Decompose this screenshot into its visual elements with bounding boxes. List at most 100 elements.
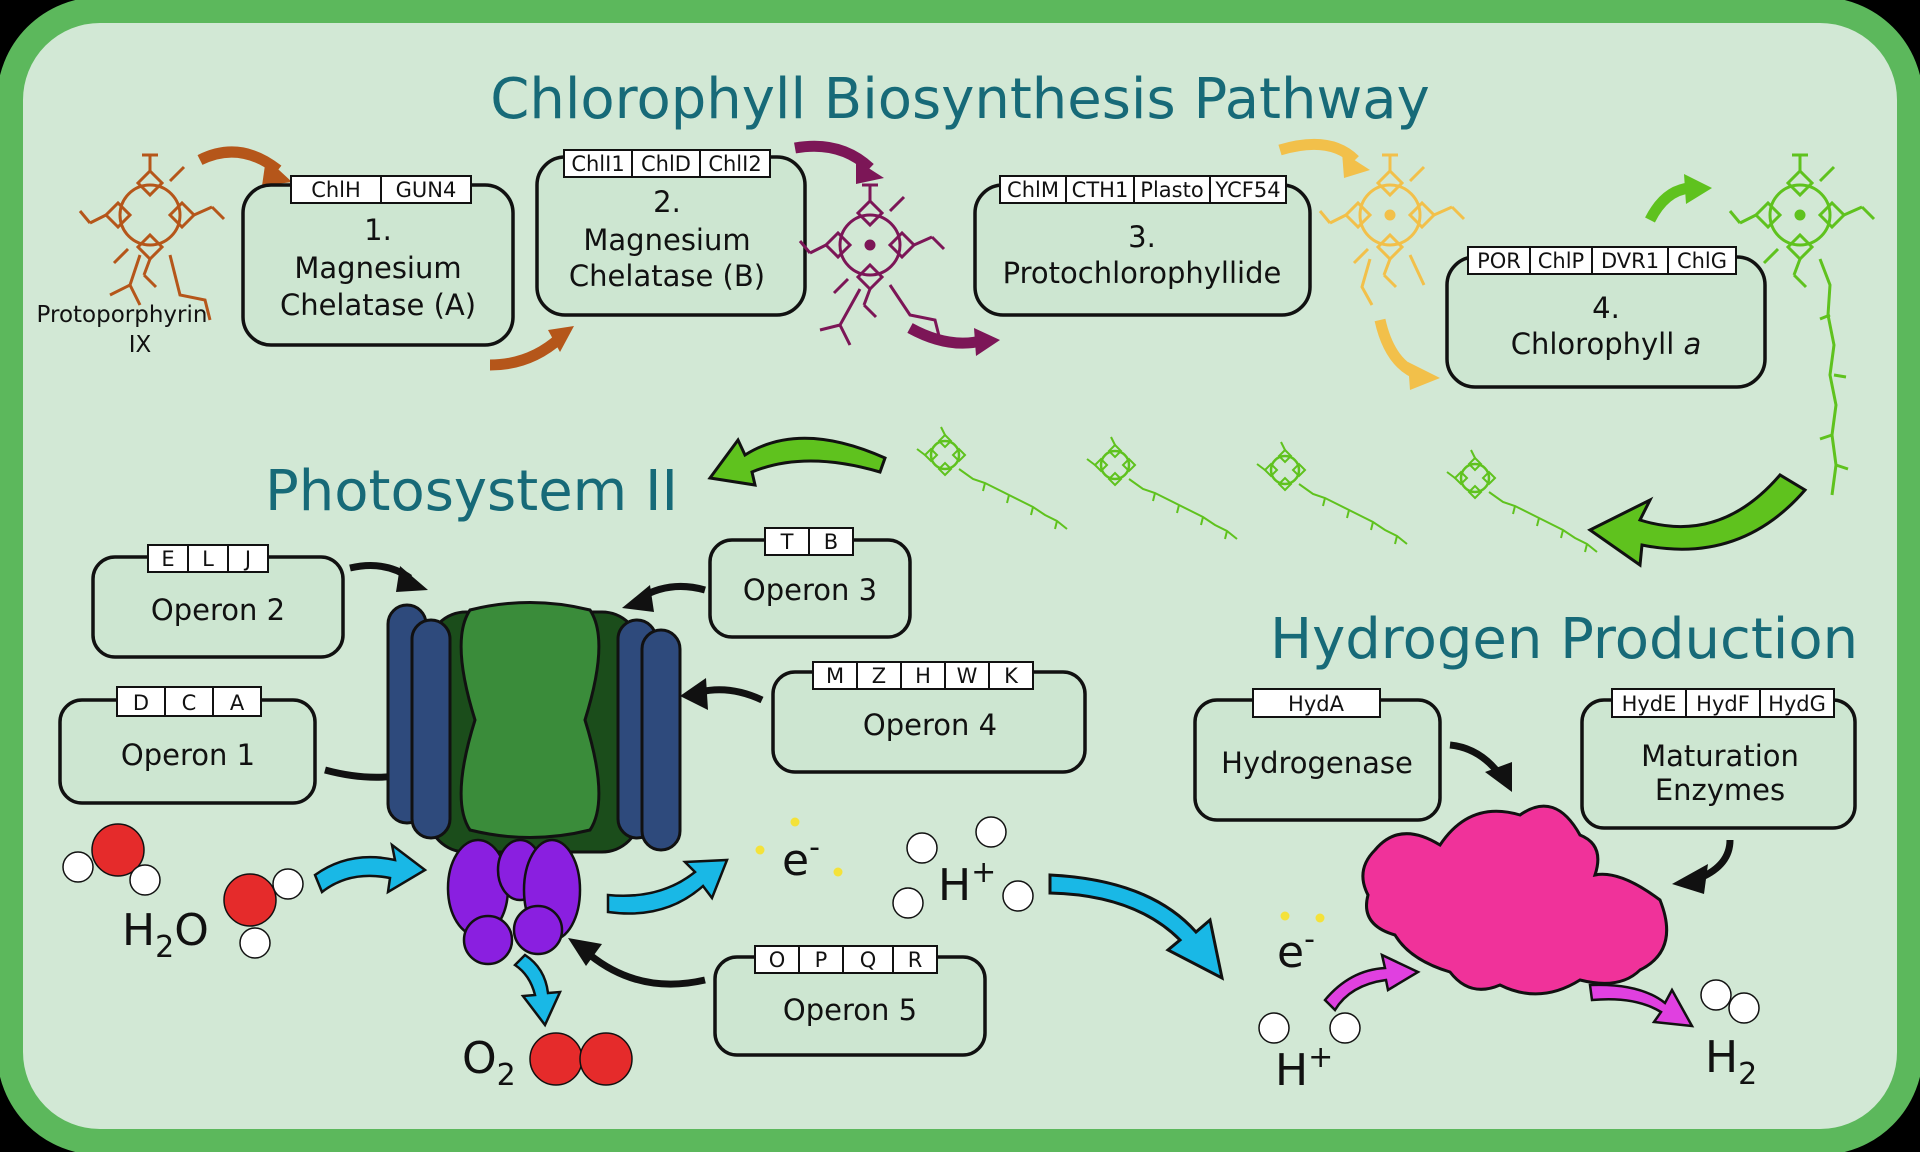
step1-line2: Magnesium [294, 251, 461, 285]
operon3-box: T B Operon 3 [708, 527, 912, 639]
operon1-label: Operon 1 [121, 738, 255, 772]
arrow-head-hydrogenase [1485, 762, 1512, 792]
operon2-gene-3: J [243, 547, 251, 571]
arrow-head-step2 [548, 326, 574, 352]
oxygen-molecule [529, 1032, 633, 1086]
step2-line3: Chelatase (B) [569, 259, 765, 293]
step1-line3: Chelatase (A) [280, 288, 476, 322]
operon3-gene-2: B [824, 530, 838, 554]
hydrogen-gas-molecule [1700, 979, 1760, 1024]
step3-line2: Protochlorophyllide [1003, 256, 1282, 290]
proton-spheres-hydrogen [1258, 1012, 1361, 1044]
water-label: H2O [122, 905, 209, 965]
step3-gene-4: YCF54 [1214, 178, 1280, 202]
step1-line1: 1. [364, 213, 392, 247]
arrow-step1-to-step2 [489, 333, 564, 371]
operon4-gene-2: Z [872, 664, 886, 688]
protoporphyrin-molecule [78, 153, 226, 321]
step1-box: ChlH GUN4 1. Magnesium Chelatase (A) [241, 175, 515, 347]
arrow-head-step3 [974, 328, 1000, 356]
arrow-head-step1 [262, 158, 292, 186]
operon2-box: E L J Operon 2 [91, 544, 345, 659]
chlorophyll-a-molecule [1728, 153, 1876, 496]
step3-gene-3: Plasto [1140, 178, 1203, 202]
operon5-gene-4: R [908, 948, 923, 972]
arrow-operon5 [587, 952, 706, 988]
step4-chlorophyll-word: Chlorophyll [1511, 327, 1675, 361]
step2-box: ChlI1 ChlD ChlI2 2. Magnesium Chelatase … [535, 149, 807, 317]
electron-dots-hydrogen [1280, 911, 1325, 923]
step3-gene-2: CTH1 [1072, 178, 1129, 202]
magenta-arrow-h2 [1588, 983, 1695, 1028]
protochlorophyllide-molecule [1318, 153, 1466, 306]
maturation-line1: Maturation [1641, 739, 1799, 773]
step2-gene-1: ChlI1 [571, 152, 624, 176]
operon4-gene-5: K [1004, 664, 1019, 688]
water-molecules [62, 823, 304, 959]
step1-gene-1: ChlH [311, 178, 361, 202]
proton-spheres-psii [892, 816, 1034, 919]
arrow-head-operon4 [680, 678, 708, 710]
operon4-gene-3: H [915, 664, 931, 688]
arrow-head-pchlide [1342, 152, 1370, 178]
step3-box: ChlM CTH1 Plasto YCF54 3. Protochlorophy… [973, 175, 1312, 317]
step4-gene-4: ChlG [1677, 249, 1727, 273]
operon1-box: D C A Operon 1 [58, 686, 317, 805]
operon2-label: Operon 2 [151, 593, 285, 627]
electron-label-psii: e- [782, 830, 820, 886]
operon2-gene-1: E [161, 547, 174, 571]
step2-line1: 2. [653, 185, 681, 219]
operon5-gene-2: P [815, 948, 828, 972]
operon4-gene-1: M [826, 664, 844, 688]
operon5-gene-3: Q [860, 948, 877, 972]
step4-line1: 4. [1592, 291, 1620, 325]
cyan-arrow-water-to-psii [313, 842, 428, 895]
step3-line1: 3. [1128, 220, 1156, 254]
step4-line2: Chlorophyll a [1511, 327, 1702, 361]
maturation-gene-2: HydF [1696, 692, 1750, 716]
hydrogen-title: Hydrogen Production [1270, 607, 1858, 672]
hydrogenase-enzyme [1361, 804, 1669, 996]
operon4-box: M Z H W K Operon 4 [771, 661, 1087, 774]
big-green-arrow-right [1587, 473, 1808, 568]
arrow-head-operon2 [396, 566, 428, 592]
big-green-arrow-left [707, 436, 887, 487]
hydrogenase-gene: HydA [1288, 692, 1345, 716]
proton-label-psii: H+ [938, 855, 996, 911]
cyan-arrow-to-oxygen [513, 953, 563, 1028]
step2-gene-3: ChlI2 [708, 152, 761, 176]
operon4-label: Operon 4 [863, 708, 997, 742]
electron-label-hydrogen: e- [1277, 922, 1315, 978]
arrow-step3-to-pchlide [1278, 138, 1359, 165]
arrow-head-mgproto [856, 160, 884, 184]
proton-label-hydrogen: H+ [1275, 1040, 1333, 1096]
operon3-label: Operon 3 [743, 573, 877, 607]
operon5-label: Operon 5 [783, 993, 917, 1027]
hydrogenase-box: HydA Hydrogenase [1193, 688, 1442, 822]
step4-box: POR ChlP DVR1 ChlG 4. Chlorophyll a [1445, 246, 1767, 389]
step4-italic-a: a [1683, 327, 1701, 361]
operon3-gene-1: T [780, 530, 794, 554]
photosystem-ii-complex [386, 601, 682, 854]
operon5-box: O P Q R Operon 5 [713, 945, 987, 1057]
maturation-gene-1: HydE [1622, 692, 1677, 716]
psii-title: Photosystem II [265, 459, 678, 524]
hydrogenase-label: Hydrogenase [1221, 746, 1413, 780]
step4-gene-3: DVR1 [1601, 249, 1659, 273]
maturation-gene-3: HydG [1768, 692, 1826, 716]
operon4-gene-4: W [957, 664, 978, 688]
arrow-head-maturation [1672, 864, 1708, 894]
step2-gene-2: ChlD [641, 152, 691, 176]
electron-dots-psii [755, 817, 843, 877]
operon1-gene-3: A [230, 691, 245, 715]
step4-gene-1: POR [1477, 249, 1521, 273]
big-cyan-arrow [1048, 873, 1225, 981]
hydrogen-gas-label: H2 [1705, 1032, 1757, 1092]
step2-line2: Magnesium [583, 223, 750, 257]
magenta-arrow-protons [1323, 952, 1421, 1013]
arrow-step2-to-mgproto [794, 140, 874, 173]
precursor-label-line2: IX [129, 332, 152, 358]
step4-gene-2: ChlP [1538, 249, 1584, 273]
oxygen-label: O2 [462, 1033, 516, 1093]
